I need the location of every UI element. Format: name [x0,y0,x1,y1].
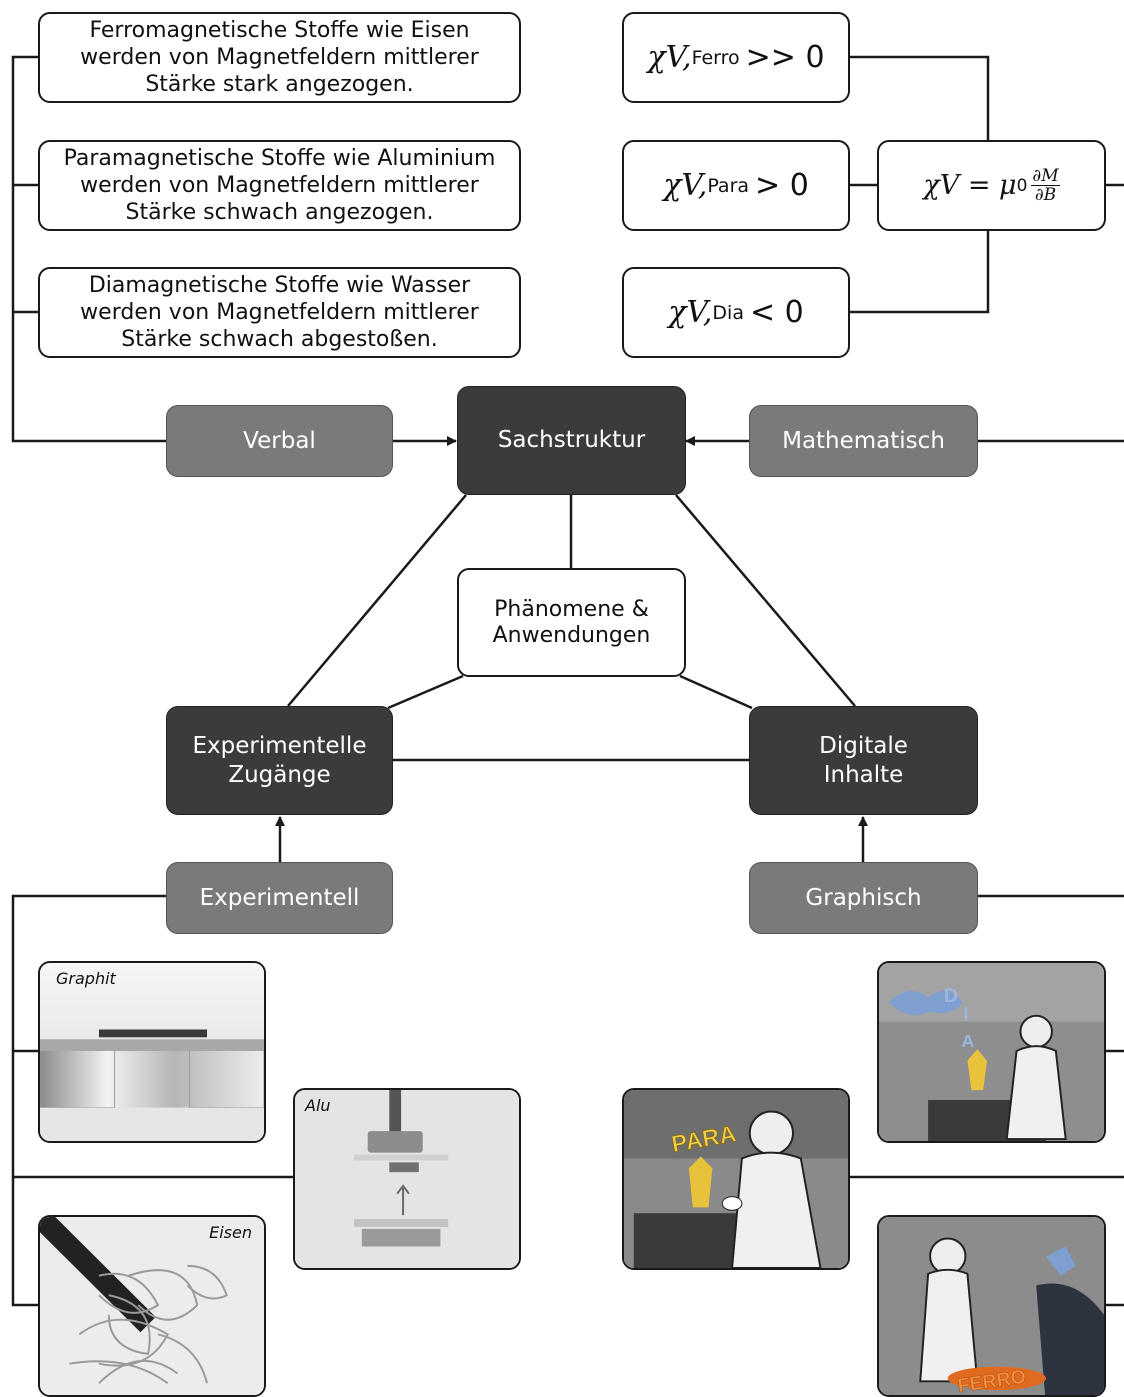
sachstruktur-node: Sachstruktur [457,386,686,495]
alu-photo: Alu [293,1088,521,1270]
experimentelle-zugaenge-node: Experimentelle Zugänge [166,706,393,815]
eisen-photo: Eisen [38,1215,266,1397]
mathematisch-node: Mathematisch [749,405,978,477]
dia-letter-i: I [963,1004,968,1024]
digitale-inhalte-node: Digitale Inhalte [749,706,978,815]
ferro-formula: χV,Ferro>> 0 [622,12,850,103]
para-description: Paramagnetische Stoffe wie Aluminium wer… [38,140,521,231]
eisen-caption: Eisen [209,1223,252,1242]
alu-caption: Alu [305,1096,331,1115]
experimentell-node: Experimentell [166,862,393,934]
dia-letter-d: D [944,985,958,1007]
ferro-description: Ferromagnetische Stoffe wie Eisen werden… [38,12,521,103]
ferro-cartoon: FERRO [877,1215,1106,1397]
verbal-node: Verbal [166,405,393,477]
graphit-caption: Graphit [56,969,116,988]
dia-cartoon: D I A [877,961,1106,1143]
graphit-photo: Graphit [38,961,266,1143]
para-letters: PARA [670,1120,739,1157]
phaenomene-node: Phänomene & Anwendungen [457,568,686,677]
graphisch-node: Graphisch [749,862,978,934]
dia-letter-a: A [962,1031,975,1051]
para-cartoon: PARA [622,1088,850,1270]
dia-formula: χV,Dia< 0 [622,267,850,358]
para-formula: χV,Para> 0 [622,140,850,231]
dia-description: Diamagnetische Stoffe wie Wasser werden … [38,267,521,358]
